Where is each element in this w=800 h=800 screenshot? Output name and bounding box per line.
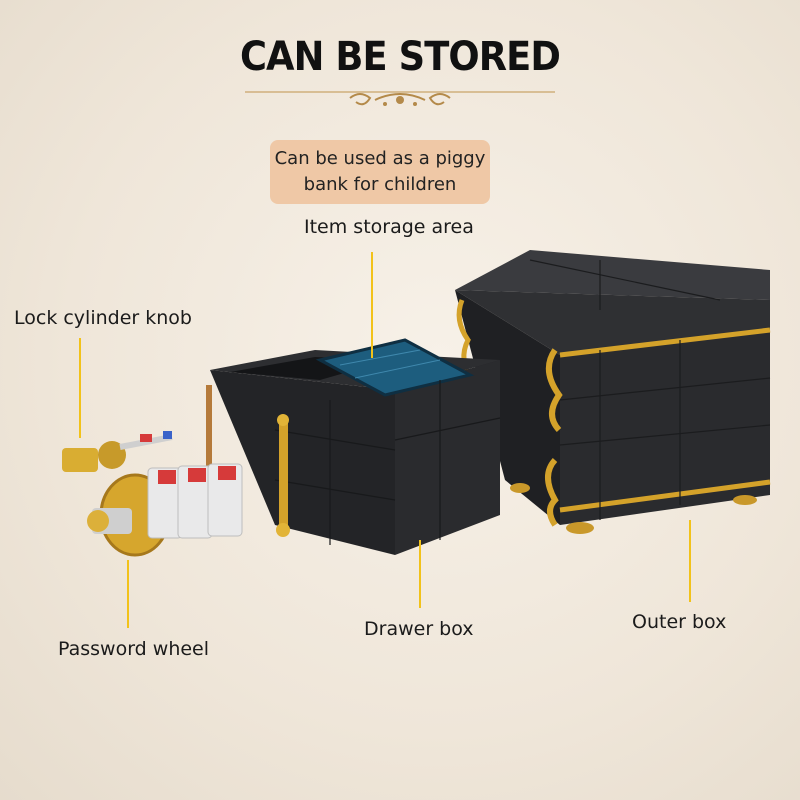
piggy-bank-callout: Can be used as a piggy bank for children — [270, 140, 490, 204]
item-storage-label: Item storage area — [304, 216, 474, 238]
lock-knob-label: Lock cylinder knob — [14, 307, 192, 329]
lock-mechanism-image — [62, 431, 243, 557]
page-title: CAN BE STORED — [239, 34, 561, 80]
ornament-divider-icon — [245, 91, 555, 106]
outer-box-image — [455, 250, 771, 534]
leader-lines — [79, 252, 691, 628]
drawer-box-label: Drawer box — [364, 618, 474, 640]
drawer-box-image — [206, 338, 501, 555]
callout-line-2: bank for children — [303, 174, 457, 195]
callout-line-1: Can be used as a piggy — [274, 148, 486, 169]
password-wheel-label: Password wheel — [58, 638, 210, 660]
outer-box-label: Outer box — [632, 611, 727, 633]
